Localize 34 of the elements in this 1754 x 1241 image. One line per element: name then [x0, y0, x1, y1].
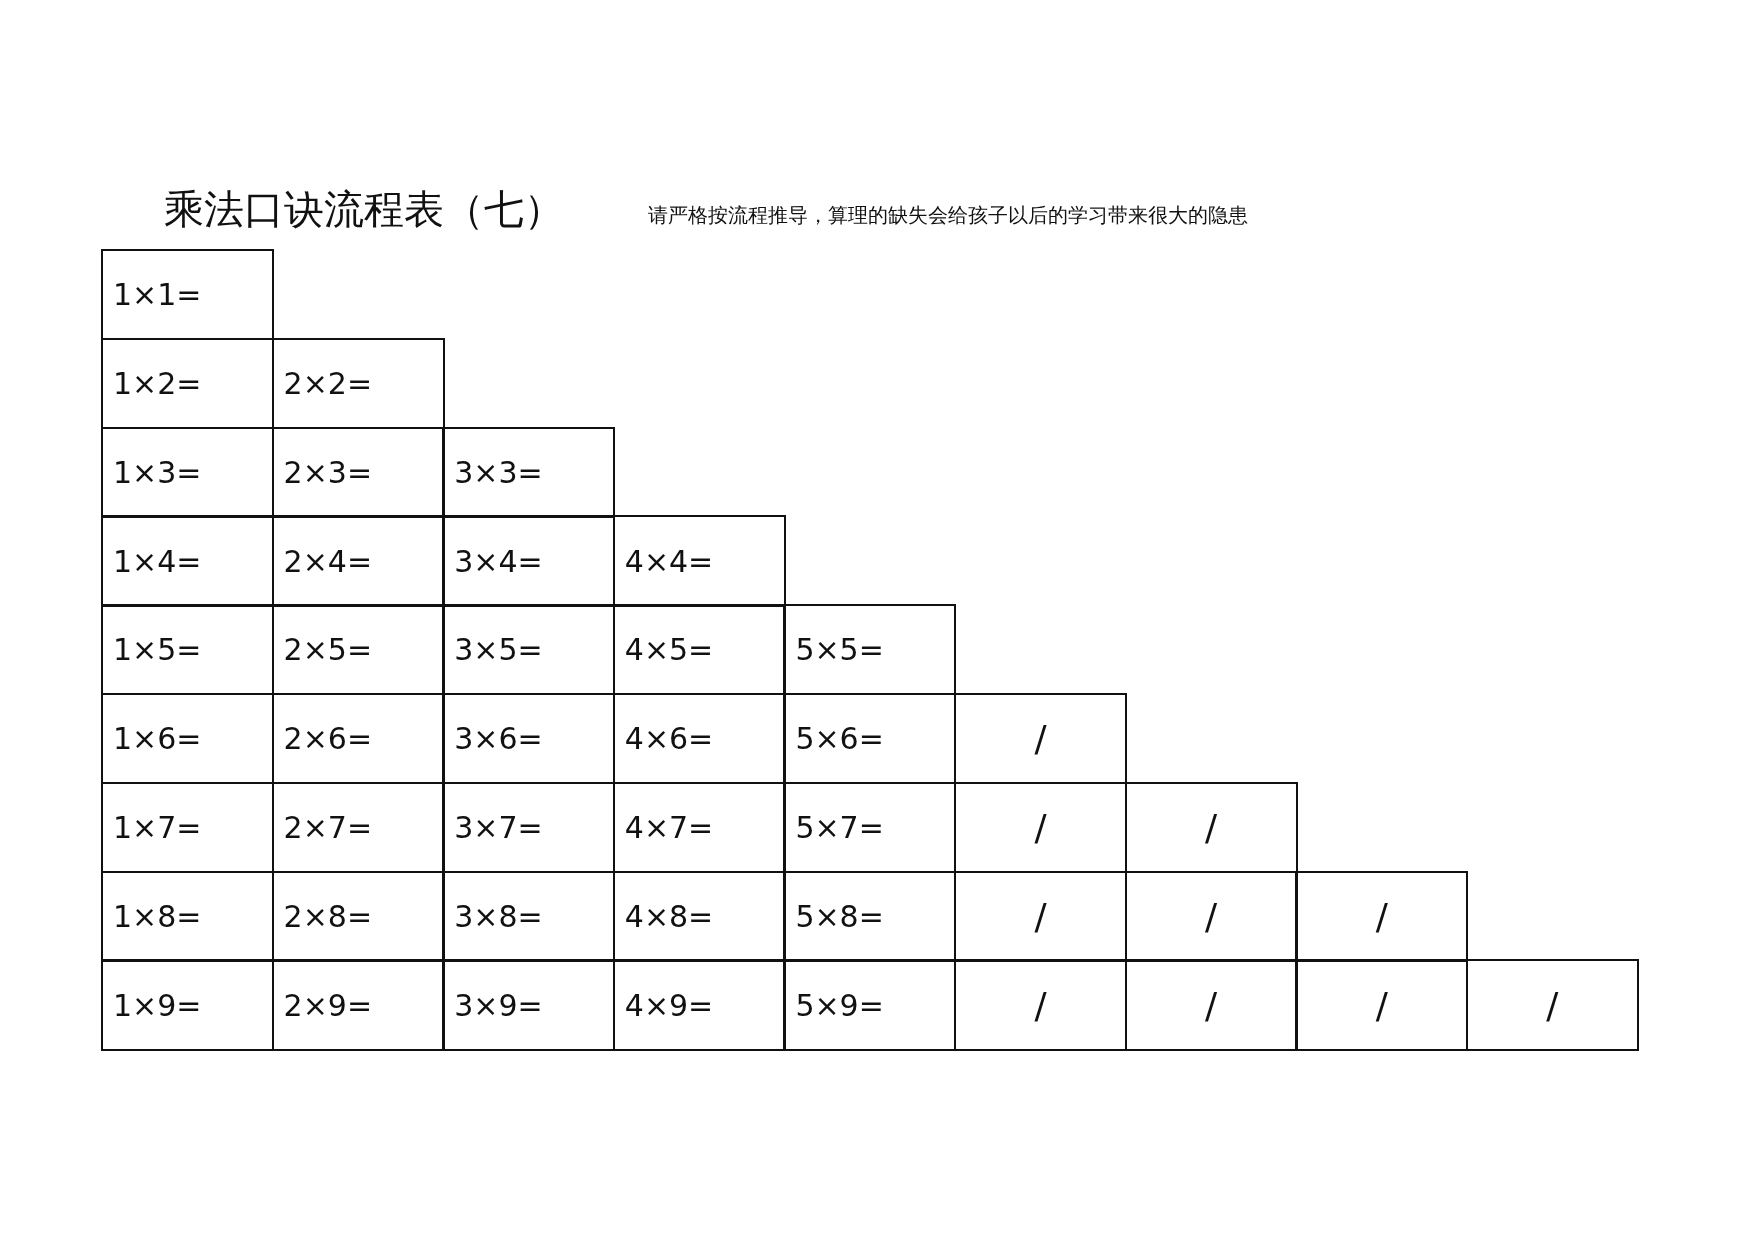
equation-cell: 1×4= — [101, 515, 275, 607]
slash-cell: / — [954, 959, 1128, 1051]
equation-cell: 2×9= — [271, 959, 445, 1051]
slash-cell: / — [1295, 870, 1469, 962]
equation-cell: 2×8= — [271, 870, 445, 962]
slash-cell: / — [1295, 959, 1469, 1051]
equation-cell: 3×9= — [442, 959, 616, 1051]
equation-cell: 5×9= — [783, 959, 957, 1051]
equation-cell: 5×8= — [783, 870, 957, 962]
equation-cell: 1×8= — [101, 870, 275, 962]
equation-cell: 5×5= — [783, 604, 957, 696]
instruction-note: 请严格按流程推导，算理的缺失会给孩子以后的学习带来很大的隐患 — [648, 202, 1248, 229]
slash-cell: / — [1124, 870, 1298, 962]
equation-cell: 2×2= — [271, 337, 445, 430]
slash-cell: / — [1465, 959, 1639, 1051]
equation-cell: 1×1= — [101, 249, 275, 341]
equation-cell: 2×4= — [271, 515, 445, 607]
equation-cell: 3×8= — [442, 870, 616, 962]
equation-cell: 3×3= — [442, 426, 616, 518]
slash-cell: / — [1124, 959, 1298, 1051]
equation-cell: 4×8= — [612, 870, 786, 962]
equation-cell: 3×4= — [442, 515, 616, 607]
slash-cell: / — [1124, 781, 1298, 874]
equation-cell: 2×3= — [271, 426, 445, 518]
equation-cell: 4×4= — [612, 515, 786, 607]
equation-cell: 2×5= — [271, 604, 445, 696]
equation-cell: 1×9= — [101, 959, 275, 1051]
equation-cell: 3×5= — [442, 604, 616, 696]
equation-cell: 4×5= — [612, 604, 786, 696]
title: 乘法口诀流程表（七） — [164, 185, 564, 234]
equation-cell: 1×5= — [101, 604, 275, 696]
equation-cell: 4×9= — [612, 959, 786, 1051]
equation-cell: 1×3= — [101, 426, 275, 518]
slash-cell: / — [954, 693, 1128, 785]
